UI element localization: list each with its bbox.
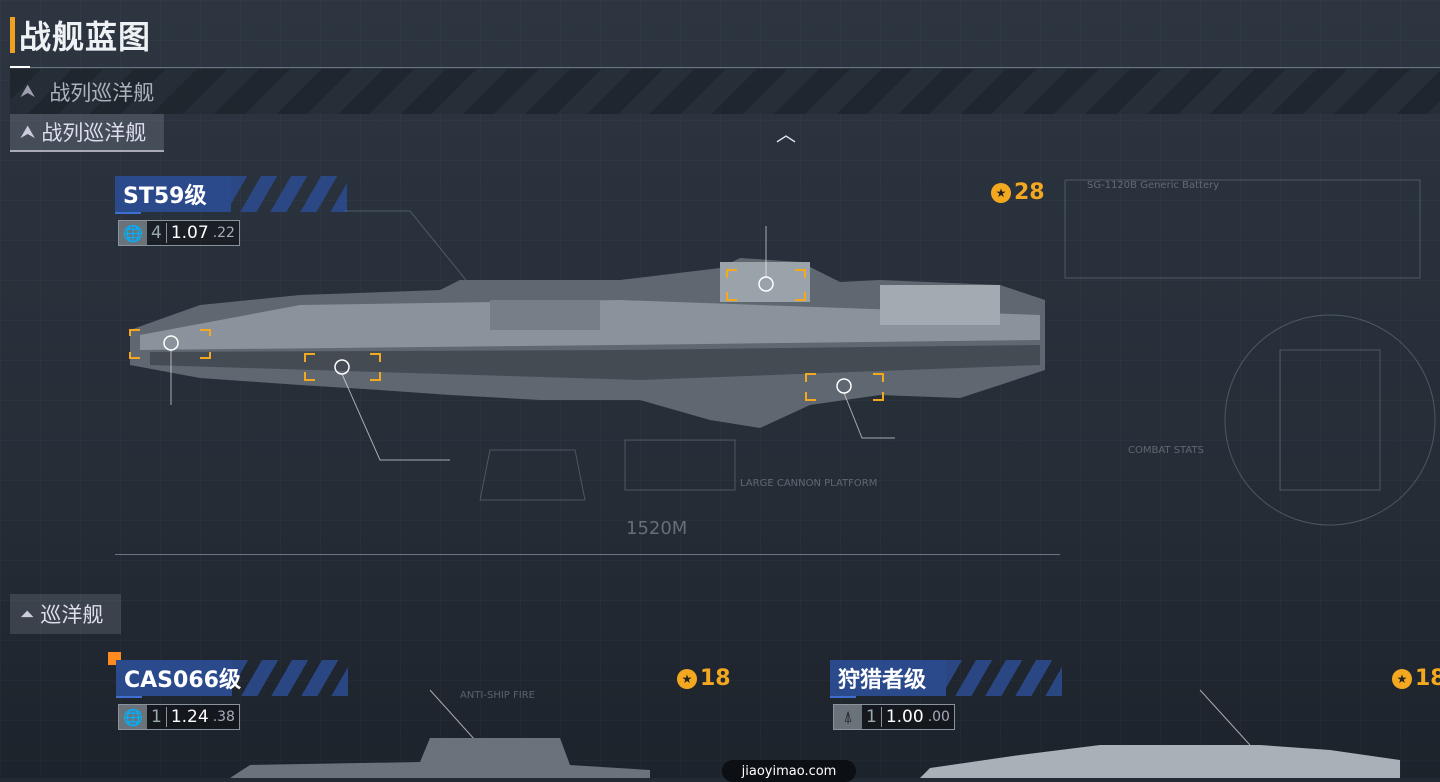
stripes <box>231 176 347 212</box>
combat-stats-label: COMBAT STATS <box>1128 445 1204 456</box>
page-header: 战舰蓝图 <box>10 12 151 58</box>
ship-count: 1 <box>862 707 882 727</box>
ship-value: 1.00 <box>885 707 924 727</box>
cost-emblem-icon: ★ <box>991 182 1011 203</box>
rank-chevron-icon: ⮝ <box>20 121 36 143</box>
cost-value: 18 <box>700 666 731 691</box>
category-bar-label: 战列巡洋舰 <box>49 80 155 105</box>
ship-count: 1 <box>147 707 167 727</box>
ship-value: 1.07 <box>170 223 209 243</box>
platform-label: LARGE CANNON PLATFORM <box>740 478 878 489</box>
title-accent <box>10 17 15 53</box>
ship-subvalue: .22 <box>212 225 235 241</box>
ship-subvalue: .00 <box>927 709 950 725</box>
category-tab-battlecruiser[interactable]: ⮝ 战列巡洋舰 <box>10 114 165 152</box>
battery-label: SG-1120B Generic Battery <box>1087 180 1220 191</box>
ship-name-plate[interactable]: 狩猎者级 <box>830 660 1062 698</box>
rank-chevron-icon: ⏶ <box>20 603 35 625</box>
ship-name: ST59级 <box>123 184 207 209</box>
watermark: jiaoyimao.com <box>722 760 856 782</box>
rank-chevron-icon: ⮝ <box>20 81 36 102</box>
ship-subvalue: .38 <box>212 709 235 725</box>
stripes <box>946 660 1062 696</box>
category-tab-label: 巡洋舰 <box>40 603 104 627</box>
cost-emblem-icon: ★ <box>1392 668 1412 689</box>
ship-stat: ⍋ 1 1.00.00 <box>833 704 955 730</box>
ship-length: 1520M <box>626 518 688 539</box>
length-ruler <box>115 554 1060 555</box>
category-bar[interactable]: ⮝ 战列巡洋舰 <box>10 69 1440 114</box>
ship-count: 4 <box>147 223 167 243</box>
ship-name: 狩猎者级 <box>838 668 927 693</box>
page-title: 战舰蓝图 <box>19 18 152 56</box>
globe-icon: 🌐 <box>119 221 147 245</box>
ship-stat: 🌐 1 1.24.38 <box>118 704 240 730</box>
missile-icon: ⍋ <box>834 705 862 729</box>
globe-icon: 🌐 <box>119 705 147 729</box>
ship-name-plate[interactable]: CAS066级 <box>116 660 348 698</box>
cost-value: 28 <box>1014 180 1045 205</box>
ship-cost: ★18 <box>1392 666 1440 691</box>
anti-ship-label: ANTI-SHIP FIRE <box>460 690 535 701</box>
ship-cost: ★18 <box>677 666 731 691</box>
ship-name-plate[interactable]: ST59级 <box>115 176 347 214</box>
category-tab-cruiser[interactable]: ⏶ 巡洋舰 <box>10 594 122 634</box>
watermark-text: jiaoyimao.com <box>741 763 837 779</box>
category-tab-label: 战列巡洋舰 <box>41 121 147 145</box>
ship-stat: 🌐 4 1.07.22 <box>118 220 240 246</box>
ship-cost: ★28 <box>991 180 1045 205</box>
ship-value: 1.24 <box>170 707 209 727</box>
battlecruiser-model <box>130 258 1045 428</box>
cost-emblem-icon: ★ <box>677 668 697 689</box>
ship-name: CAS066级 <box>124 668 241 693</box>
divider <box>10 66 1440 68</box>
chevron-up-icon[interactable]: ︿ <box>776 122 796 146</box>
stripes <box>232 660 348 696</box>
cost-value: 18 <box>1415 666 1440 691</box>
cruiser-models <box>230 738 1400 778</box>
